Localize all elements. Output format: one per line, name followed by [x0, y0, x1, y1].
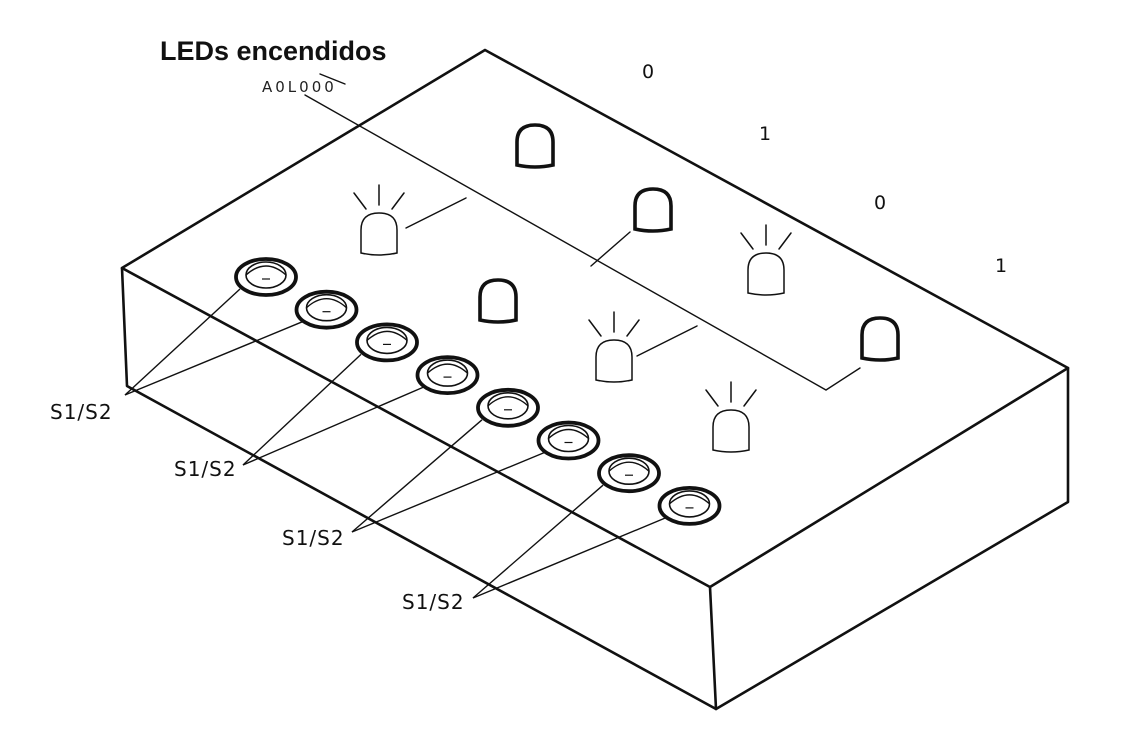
- led-4-on: [740, 224, 792, 296]
- led-1-off: [515, 123, 555, 169]
- leader-4-1: [472, 484, 604, 599]
- bit-label-4: 1: [995, 255, 1007, 277]
- led-4-glow-rays: [740, 224, 792, 250]
- led-2-on: [353, 184, 405, 256]
- led-3-off: [633, 187, 673, 233]
- led-6-on: [588, 311, 640, 383]
- obscured-label: A0L000: [262, 78, 337, 96]
- bit-label-2: 1: [759, 123, 771, 145]
- leader-1-1: [124, 288, 241, 396]
- led-7-off: [860, 316, 900, 362]
- switch-label-1: S1/S2: [50, 400, 113, 424]
- box-front-right-edges: [714, 366, 1070, 711]
- leader-3-1: [351, 419, 483, 533]
- wire-bus: [304, 94, 861, 391]
- switch-7: [597, 453, 661, 494]
- leader-3-2: [351, 451, 545, 533]
- led-8-on: [705, 381, 757, 453]
- leader-2-2: [242, 386, 424, 466]
- switch-6: [536, 420, 601, 461]
- page-title: LEDs encendidos: [160, 36, 387, 66]
- bit-label-1: 0: [642, 61, 654, 83]
- switch-label-4: S1/S2: [402, 590, 465, 614]
- led-8-glow-rays: [705, 381, 757, 407]
- leader-2-1: [242, 353, 362, 466]
- leader-1-2: [124, 321, 303, 396]
- switch-4: [415, 355, 480, 396]
- box-top-face: [120, 48, 1070, 589]
- wire-stub: [319, 73, 346, 85]
- switch-5: [476, 387, 540, 428]
- switch-8: [657, 485, 722, 526]
- leader-4-2: [472, 517, 666, 599]
- wire-led-1: [405, 197, 467, 229]
- bit-label-3: 0: [874, 192, 886, 214]
- switch-label-2: S1/S2: [174, 457, 237, 481]
- led-5-off: [478, 278, 518, 324]
- switch-2: [294, 289, 359, 330]
- switch-label-3: S1/S2: [282, 526, 345, 550]
- switch-3: [355, 322, 419, 363]
- led-2-glow-rays: [353, 184, 405, 210]
- wire-led-3: [590, 231, 631, 267]
- led-6-glow-rays: [588, 311, 640, 337]
- box-front-left-edges: [120, 266, 718, 711]
- wire-led-5: [636, 325, 698, 357]
- switch-1: [234, 257, 298, 297]
